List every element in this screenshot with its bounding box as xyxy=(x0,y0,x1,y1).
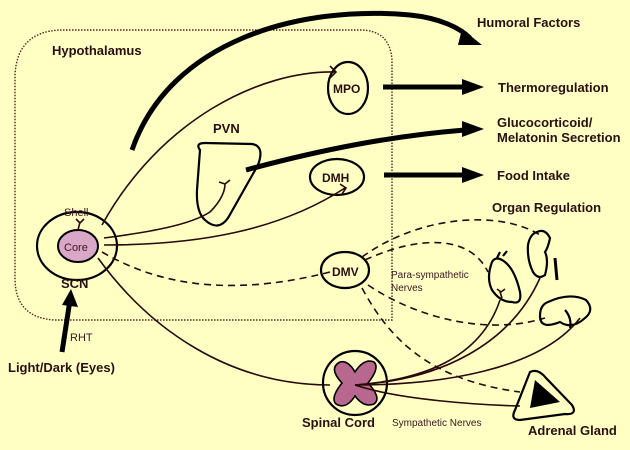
rht-label: RHT xyxy=(70,332,93,344)
gluco-arrow xyxy=(245,127,466,173)
para-to-adrenal xyxy=(361,287,521,393)
shell-synapse xyxy=(75,218,85,231)
spinal-cord-label: Spinal Cord xyxy=(302,415,375,430)
food-intake-label: Food Intake xyxy=(497,168,570,183)
rht-arrow xyxy=(59,299,73,353)
gluco-label-2: Melatonin Secretion xyxy=(497,130,621,145)
pvn-label: PVN xyxy=(213,121,240,136)
dmv-label: DMV xyxy=(332,265,359,279)
mpo-nucleus xyxy=(326,60,370,116)
ureter xyxy=(553,257,559,281)
spinal-cord-outline xyxy=(321,349,389,417)
food-arrowhead xyxy=(462,167,484,183)
humoral-factors-label: Humoral Factors xyxy=(477,15,580,30)
scn-to-mpo xyxy=(101,65,338,226)
sym-nerves-label: Sympathetic Nerves xyxy=(392,418,481,429)
hypothalamus-region xyxy=(14,29,393,321)
scn-label: SCN xyxy=(61,276,88,291)
adrenal-gland-label: Adrenal Gland xyxy=(528,423,617,438)
organ-regulation-label: Organ Regulation xyxy=(492,200,601,215)
sym-to-kidney xyxy=(354,277,541,386)
gluco-label-1: Glucocorticoid/ xyxy=(497,115,593,130)
pvn-nucleus xyxy=(195,141,262,227)
light-dark-label: Light/Dark (Eyes) xyxy=(8,360,115,375)
dmv-nucleus xyxy=(319,250,371,290)
liver-organ xyxy=(538,295,592,329)
kidney-organ xyxy=(526,229,552,279)
para-to-kidney xyxy=(361,219,541,258)
core-label: Core xyxy=(64,242,88,254)
shell-label: Shell xyxy=(64,207,88,219)
dmh-nucleus xyxy=(308,157,366,197)
adrenal-gland-organ xyxy=(512,369,575,422)
adrenal-medulla xyxy=(530,380,560,408)
para-nerves-label-1: Para-sympathetic xyxy=(391,270,469,281)
dmh-label: DMH xyxy=(322,171,349,185)
sym-to-liver xyxy=(354,317,581,386)
mpo-label: MPO xyxy=(333,82,360,96)
thermo-arrowhead xyxy=(462,79,484,95)
para-to-heart xyxy=(364,241,489,273)
heart-organ xyxy=(487,250,522,304)
para-nerves-label-2: Nerves xyxy=(391,283,423,294)
scn-shell xyxy=(35,210,119,282)
spinal-cord-gray-matter xyxy=(333,360,378,407)
scn-to-dmv-dash xyxy=(101,251,331,287)
gluco-arrowhead xyxy=(462,121,484,137)
hypothalamus-label: Hypothalamus xyxy=(52,43,142,58)
sym-to-adrenal xyxy=(354,384,521,407)
rht-arrowhead xyxy=(62,289,78,307)
humoral-arrowhead xyxy=(458,29,482,45)
scn-to-spinal xyxy=(97,257,331,386)
scn-to-dmh xyxy=(103,183,348,246)
scn-to-pvn xyxy=(103,179,231,239)
heart-synapse xyxy=(496,288,506,299)
thermoregulation-label: Thermoregulation xyxy=(498,80,609,95)
humoral-arrow xyxy=(129,10,472,151)
